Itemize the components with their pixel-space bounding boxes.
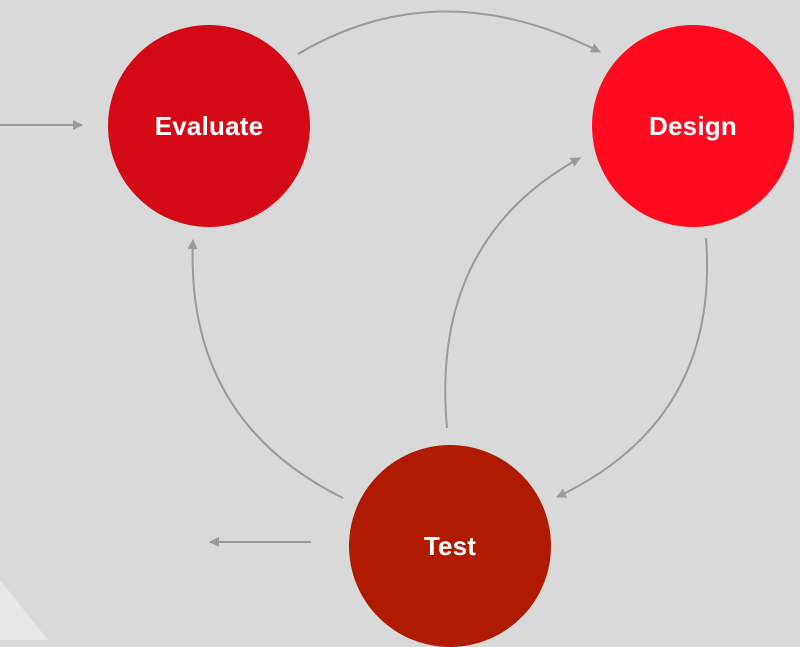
- arc-design-to-test: [556, 237, 708, 498]
- node-evaluate: Evaluate: [108, 25, 310, 227]
- arc-test-to-evaluate: [187, 239, 344, 499]
- node-label-test: Test: [423, 530, 477, 561]
- node-test: Test: [349, 445, 551, 647]
- arc-evaluate-to-design: [297, 10, 601, 55]
- corner-wedge: [0, 580, 48, 640]
- arc-test-to-design: [444, 157, 581, 429]
- node-label-design: Design: [649, 110, 737, 141]
- node-design: Design: [592, 25, 794, 227]
- node-label-evaluate: Evaluate: [154, 110, 264, 141]
